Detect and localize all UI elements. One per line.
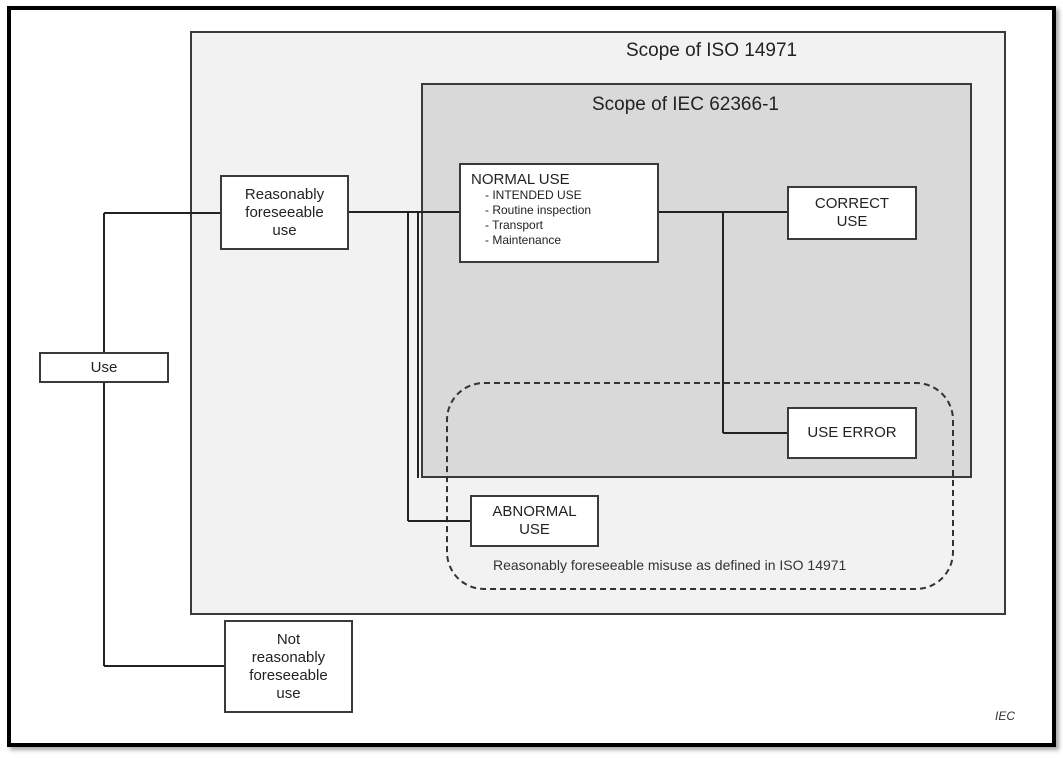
normal-use-item-intended: - INTENDED USE (485, 188, 582, 202)
normal-use-item-inspection: - Routine inspection (485, 203, 592, 217)
scope-iec-62366-title: Scope of IEC 62366-1 (592, 94, 779, 115)
scope-iso-14971-title: Scope of ISO 14971 (626, 40, 798, 61)
normal-use-item-transport: - Transport (485, 218, 544, 232)
correct-use-line-1: CORRECT (814, 195, 890, 212)
abnormal-use-line-1: ABNORMAL (492, 503, 577, 520)
use-error-box: USE ERROR (787, 407, 917, 459)
not-reasonable-use-line-1: Not (276, 630, 301, 648)
normal-use-box: NORMAL USE - INTENDED USE - Routine insp… (459, 163, 659, 263)
not-reasonable-use-line-4: use (276, 684, 301, 702)
not-reasonably-foreseeable-use-box: Not reasonably foreseeable use (224, 620, 353, 713)
foreseeable-misuse-region (446, 382, 954, 590)
reasonably-foreseeable-use-box: Reasonably foreseeable use (220, 175, 349, 250)
use-error-label: USE ERROR (807, 424, 897, 441)
normal-use-item-maintenance: - Maintenance (485, 233, 562, 247)
use-box: Use (39, 352, 169, 383)
correct-use-line-2: USE (836, 213, 868, 230)
not-reasonable-use-line-3: foreseeable (249, 666, 328, 684)
correct-use-box: CORRECT USE (787, 186, 917, 240)
reasonable-use-line-3: use (272, 221, 297, 239)
foreseeable-misuse-caption: Reasonably foreseeable misuse as defined… (493, 557, 847, 573)
reasonable-use-line-1: Reasonably (244, 185, 325, 203)
use-label: Use (90, 358, 118, 376)
reasonable-use-line-2: foreseeable (245, 203, 324, 221)
abnormal-use-line-2: USE (519, 521, 550, 538)
iec-source-mark: IEC (995, 709, 1016, 723)
abnormal-use-box: ABNORMAL USE (470, 495, 599, 547)
normal-use-title: NORMAL USE (471, 171, 570, 188)
not-reasonable-use-line-2: reasonably (251, 648, 326, 666)
